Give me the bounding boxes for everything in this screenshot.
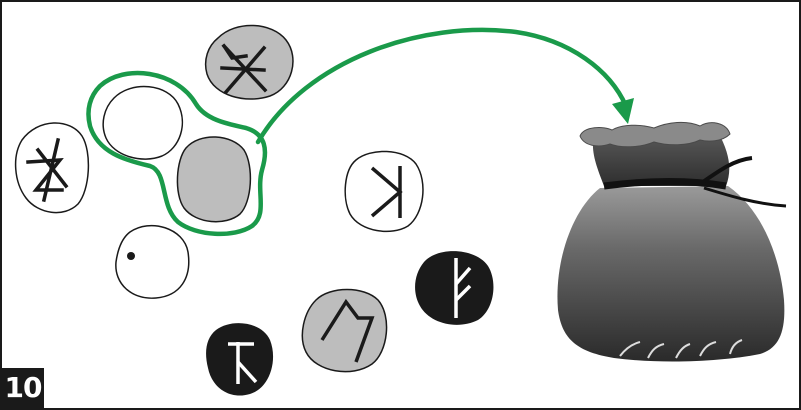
stone-left-white[interactable] bbox=[16, 123, 89, 213]
stone-center-white[interactable] bbox=[345, 151, 423, 231]
step-number-badge: 10 bbox=[2, 368, 44, 408]
stone-selected-grey[interactable] bbox=[177, 137, 250, 222]
stone-black-right[interactable] bbox=[415, 251, 493, 325]
stone-black-bottom[interactable] bbox=[206, 323, 273, 395]
stone-grey-bottom[interactable] bbox=[302, 290, 386, 372]
pouch-icon bbox=[557, 122, 786, 361]
stone-blank-white[interactable] bbox=[103, 87, 182, 160]
stone-top-grey[interactable] bbox=[206, 25, 293, 99]
dot-rune-icon bbox=[127, 252, 135, 260]
curved-arrow-icon bbox=[258, 30, 634, 142]
stone-dot-white[interactable] bbox=[116, 226, 189, 299]
